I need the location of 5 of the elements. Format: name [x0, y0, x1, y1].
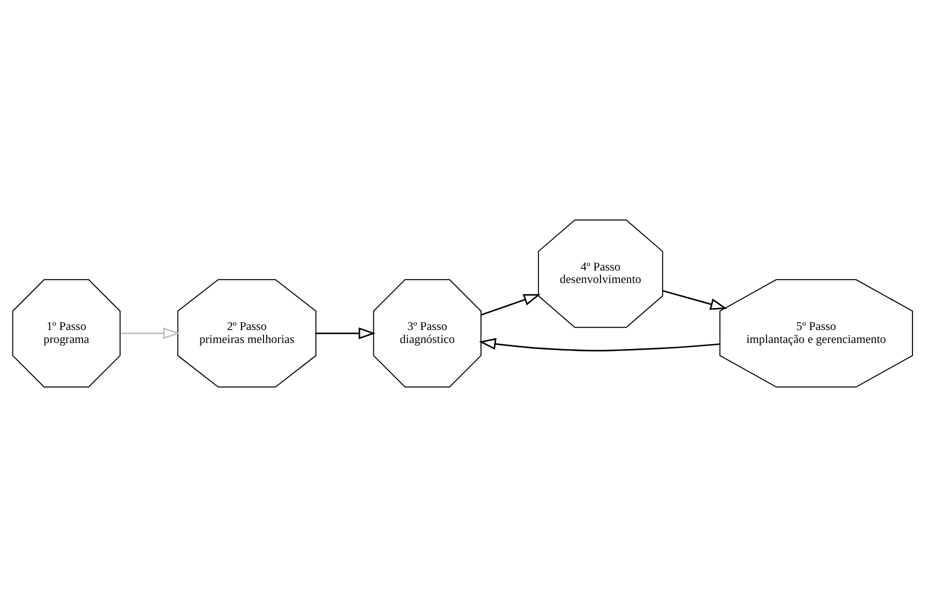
arrow — [316, 326, 376, 339]
arrow — [480, 294, 541, 316]
arrow — [662, 289, 728, 310]
arrow — [478, 338, 720, 351]
arrow — [120, 326, 180, 339]
